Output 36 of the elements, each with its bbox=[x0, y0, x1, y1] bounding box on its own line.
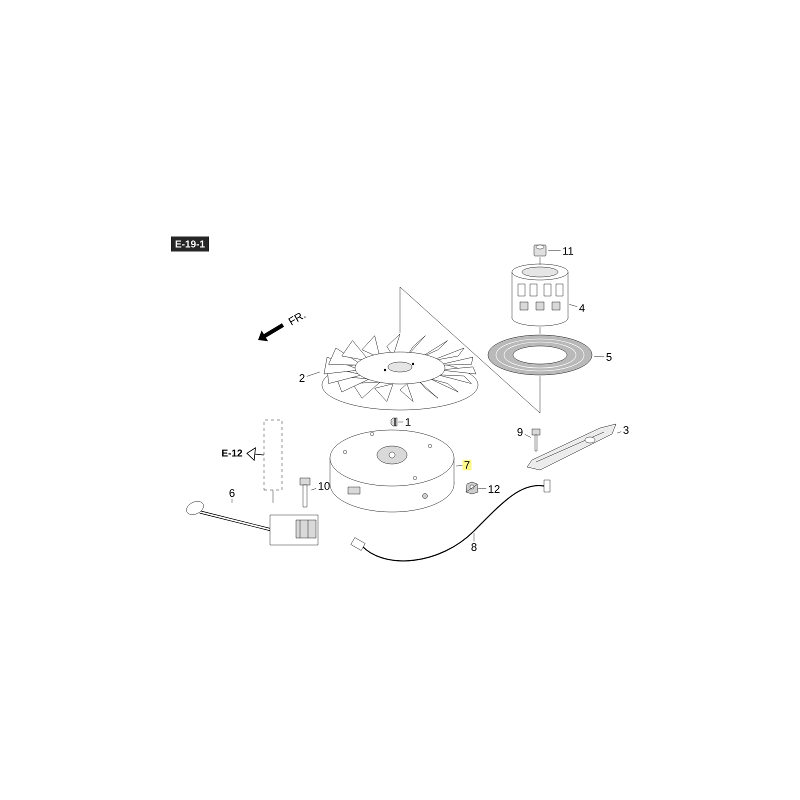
ignition-coil-drawing bbox=[186, 501, 318, 546]
pulley-drawing bbox=[488, 334, 592, 376]
callout-number: 1 bbox=[406, 418, 411, 426]
callout-number: 4 bbox=[579, 304, 585, 312]
bracket-drawing bbox=[526, 424, 616, 470]
callout-number: 11 bbox=[563, 247, 574, 255]
bolt-drawing bbox=[532, 428, 540, 452]
leader-line bbox=[524, 434, 531, 438]
leader-line bbox=[594, 356, 604, 358]
leader-line bbox=[306, 372, 320, 377]
leader-line bbox=[478, 488, 486, 489]
assembly-line bbox=[272, 490, 274, 503]
bolt-drawing bbox=[300, 478, 310, 508]
dashed-group-box bbox=[264, 420, 282, 490]
leader-line bbox=[311, 488, 316, 490]
assembly-line bbox=[400, 286, 540, 414]
callout-number: 6 bbox=[230, 489, 235, 497]
fan-drawing bbox=[322, 334, 478, 410]
leader-line bbox=[456, 465, 462, 466]
leader-line bbox=[569, 304, 578, 307]
section-code-box: E-19-1 bbox=[171, 236, 209, 252]
reference-label: E-12 bbox=[222, 450, 242, 456]
direction-label: FR. bbox=[288, 313, 306, 326]
flywheel-drawing bbox=[330, 430, 454, 512]
cup-drawing bbox=[512, 264, 568, 326]
callout-number: 9 bbox=[517, 428, 523, 436]
leader-line bbox=[548, 250, 561, 251]
wire-drawing bbox=[350, 480, 550, 562]
callout-number: 3 bbox=[623, 426, 629, 434]
callout-number: 7 bbox=[462, 460, 472, 470]
callout-number: 2 bbox=[300, 374, 305, 382]
pin-drawing bbox=[390, 418, 398, 426]
leader-line bbox=[617, 431, 622, 434]
callout-number: 10 bbox=[318, 482, 330, 490]
callout-number: 5 bbox=[606, 353, 612, 361]
nut-drawing bbox=[534, 244, 546, 256]
